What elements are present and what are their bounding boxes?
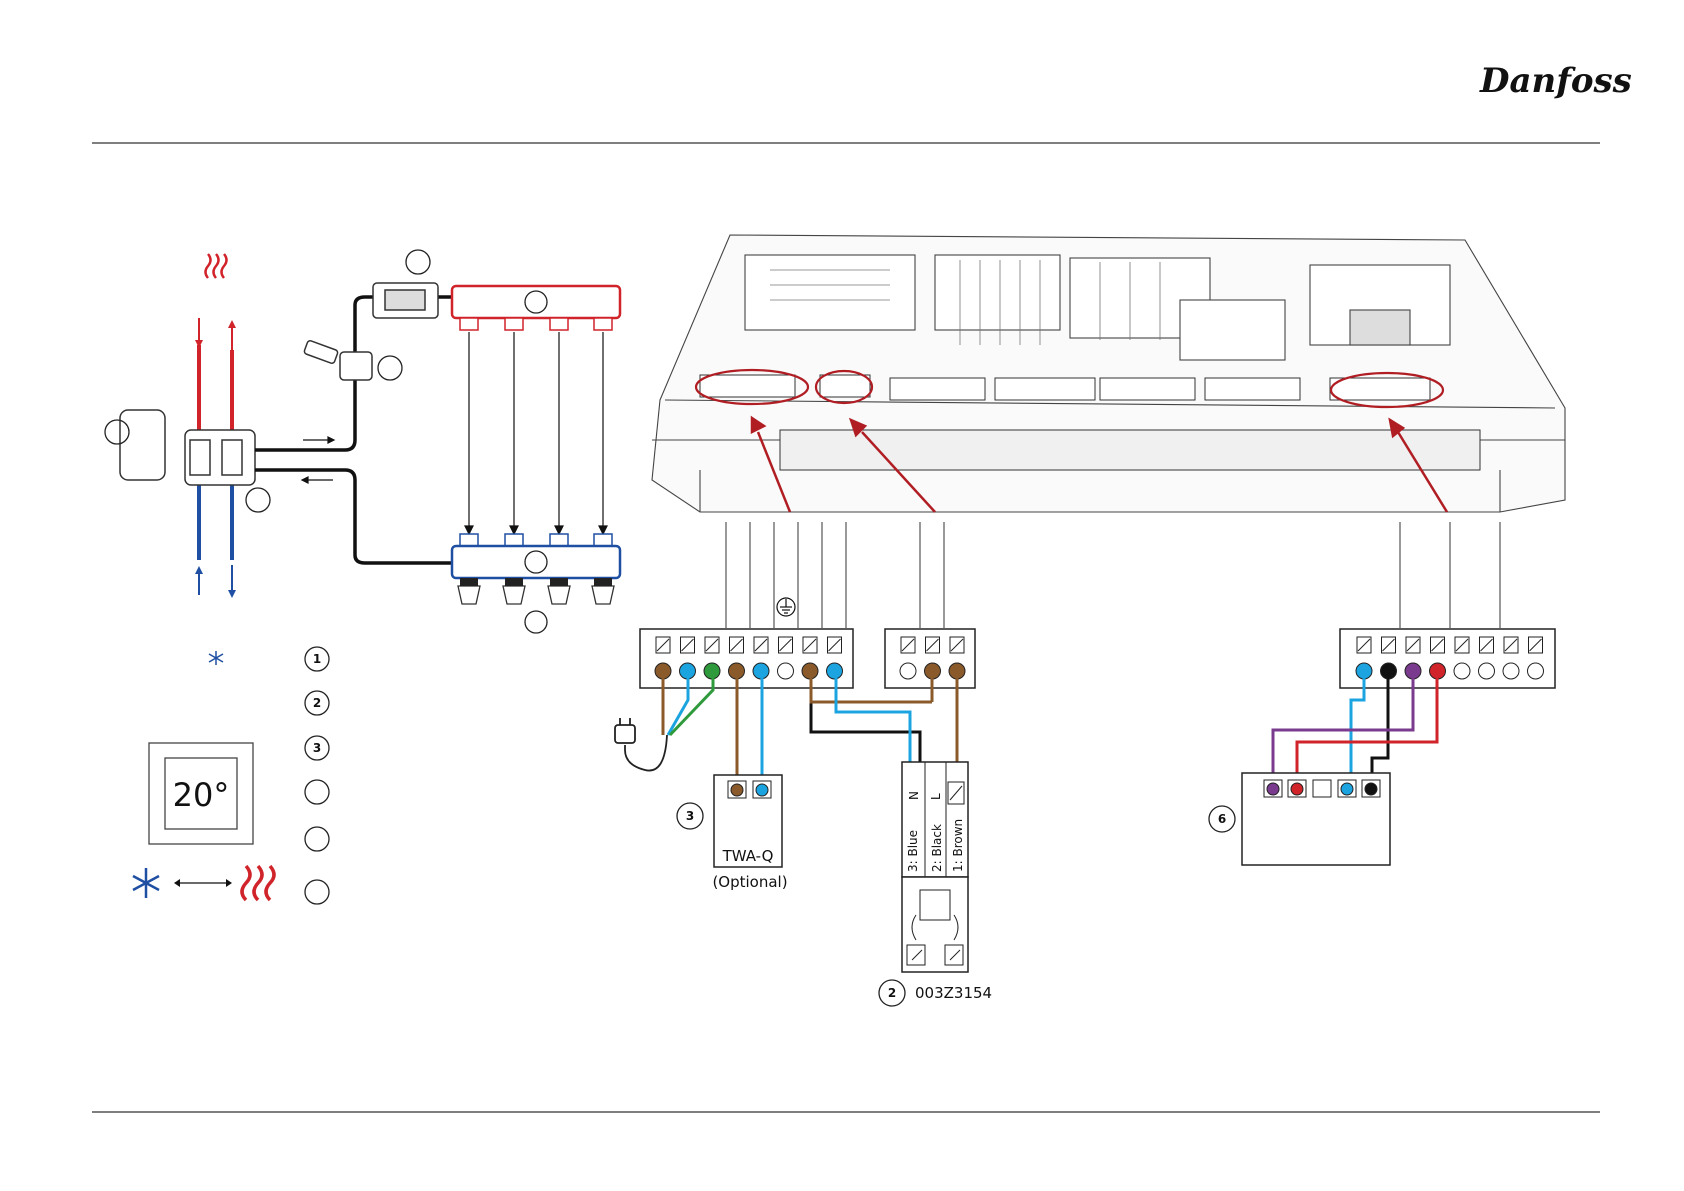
actuator-callout: 2 — [879, 980, 905, 1006]
svg-text:20°: 20° — [173, 776, 230, 814]
bypass-valve — [304, 340, 372, 380]
right-terminal-block — [1340, 629, 1555, 688]
plug-icon — [615, 718, 667, 771]
wire-label-blue: 3: Blue — [906, 830, 920, 872]
loop-arrows — [465, 332, 607, 534]
svg-text:6: 6 — [1218, 812, 1226, 826]
terminal-wire-end — [778, 663, 794, 679]
supply-manifold — [452, 286, 620, 330]
svg-text:2: 2 — [888, 986, 896, 1000]
ground-icon — [777, 598, 795, 616]
cooling-icon — [209, 651, 223, 665]
svg-text:Danfoss: Danfoss — [1479, 61, 1632, 101]
heat-icon — [206, 254, 227, 278]
wire-label-brown: 1: Brown — [951, 819, 965, 872]
pump — [373, 283, 438, 318]
twa-callout: 3 — [677, 803, 703, 829]
svg-text:2: 2 — [313, 696, 321, 710]
svg-text:1: 1 — [313, 652, 321, 666]
room-thermostat: 20° — [149, 743, 253, 844]
twa-wires — [737, 671, 762, 790]
mixing-valve — [120, 410, 255, 485]
callout-bypass — [378, 356, 402, 380]
manifold-pipes — [255, 297, 452, 563]
terminal-wire-end — [1479, 663, 1495, 679]
twa-note: (Optional) — [712, 873, 787, 891]
twa-q-box: TWA-Q — [714, 775, 782, 867]
leader-lines — [726, 522, 1500, 628]
right-device-wires — [1273, 671, 1437, 790]
svg-text:3: 3 — [686, 809, 694, 823]
main-terminal-block — [640, 629, 853, 688]
cooling-icon — [133, 868, 159, 898]
wire-label-black: 2: Black — [930, 824, 944, 872]
terminal-letter-n: N — [907, 791, 921, 800]
part-number: 003Z3154 — [915, 984, 992, 1002]
danfoss-logo: Danfoss — [1479, 61, 1632, 101]
callout-pump-top — [406, 250, 430, 274]
terminal-wire-end — [1528, 663, 1544, 679]
callout-pump — [246, 488, 270, 512]
terminal-wire-end — [1454, 663, 1470, 679]
svg-text:3: 3 — [313, 741, 321, 755]
terminal-wire-end — [900, 663, 916, 679]
svg-text:TWA-Q: TWA-Q — [722, 847, 774, 865]
direction-arrows — [302, 437, 334, 483]
return-manifold — [452, 534, 620, 633]
mode-switch-icons — [133, 866, 274, 900]
right-device-box — [1242, 773, 1390, 865]
right-device-callout: 6 — [1209, 806, 1235, 832]
terminal-letter-l: L — [929, 793, 943, 800]
terminal-wire-end — [1503, 663, 1519, 679]
legend-markers: 1 2 3 — [305, 647, 329, 904]
heat-icon — [242, 866, 274, 900]
